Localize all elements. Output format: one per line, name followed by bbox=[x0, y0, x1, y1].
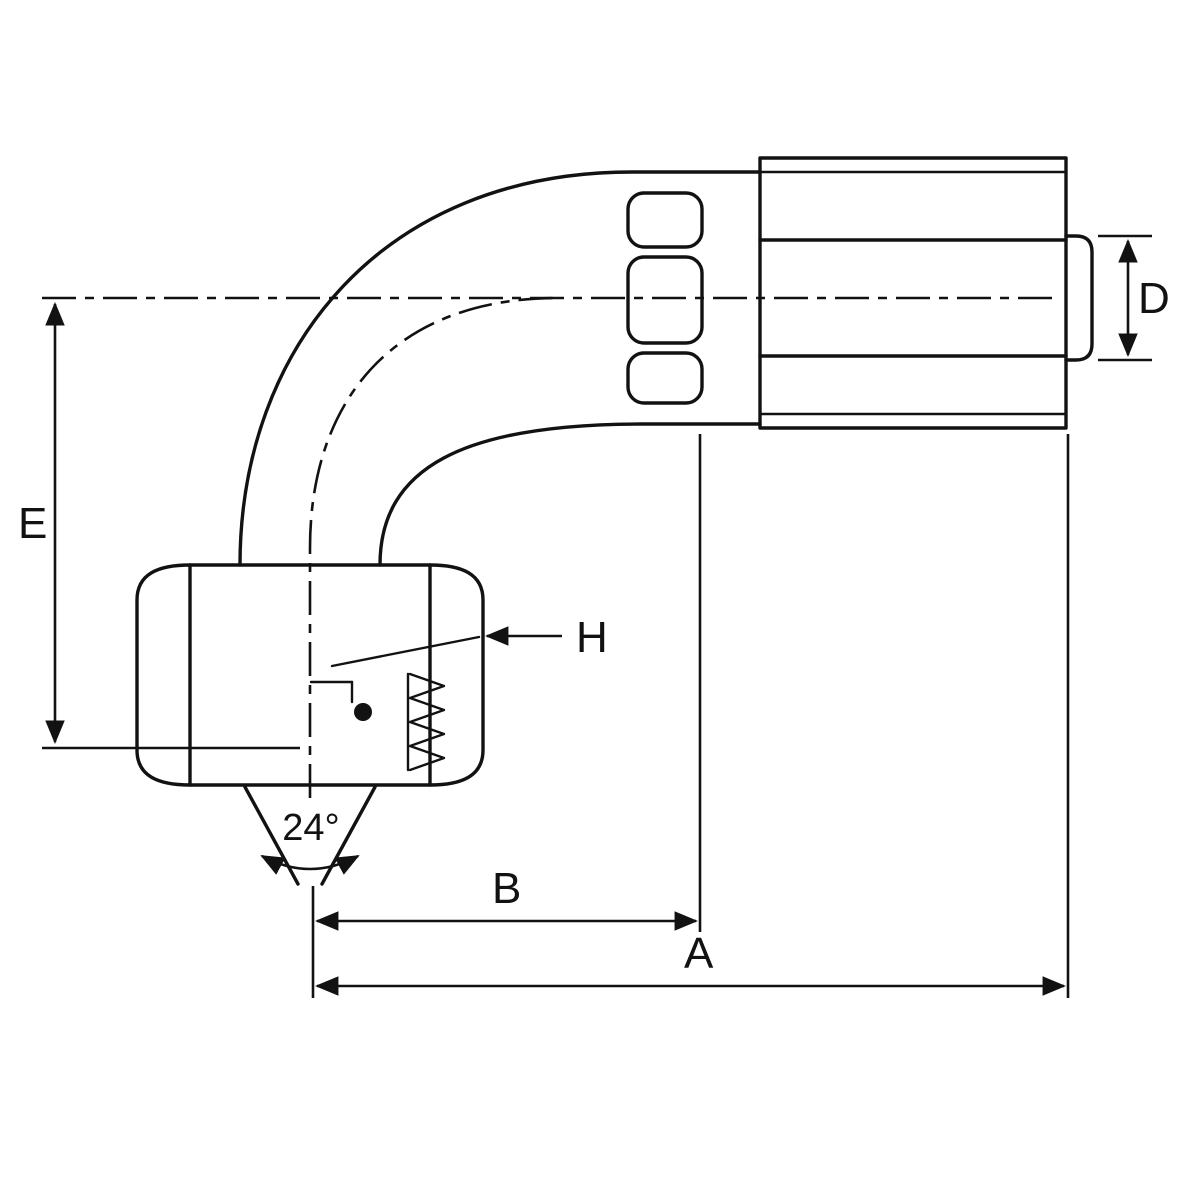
dimension-b: B bbox=[315, 434, 702, 932]
crimp-segment-bottom bbox=[626, 351, 704, 405]
dim-label-b: B bbox=[492, 864, 521, 913]
dimension-cone-angle: 24° bbox=[260, 807, 360, 875]
nut-seal-ball bbox=[354, 703, 372, 721]
dim-label-d: D bbox=[1138, 274, 1170, 323]
centerlines bbox=[42, 296, 1058, 798]
fitting-body bbox=[135, 156, 1094, 886]
nut-thread-zigzag bbox=[408, 672, 446, 772]
dimension-h: H bbox=[485, 613, 608, 662]
dim-label-h: H bbox=[576, 613, 608, 662]
elbow-axis-centerline bbox=[308, 296, 559, 798]
elbow-inner-curve bbox=[378, 422, 762, 567]
dimension-e: E bbox=[18, 302, 300, 750]
nut-internal-shoulder-line bbox=[330, 635, 481, 668]
shell-body bbox=[758, 156, 1068, 430]
dimension-d: D bbox=[1098, 234, 1170, 362]
cone-angle-arc bbox=[260, 854, 360, 875]
dim-label-e: E bbox=[18, 499, 47, 548]
dimensions: E D H 24° B A bbox=[18, 234, 1170, 998]
crimp-segment-top bbox=[626, 191, 704, 249]
crimp-segment-middle bbox=[626, 255, 704, 345]
elbow-outer-curve bbox=[238, 170, 762, 567]
nut-outline bbox=[135, 563, 485, 787]
dimension-a: A bbox=[315, 434, 1070, 998]
cone-angle-label: 24° bbox=[282, 807, 339, 849]
shell-end-cap bbox=[1064, 234, 1094, 362]
dim-label-a: A bbox=[684, 929, 714, 978]
